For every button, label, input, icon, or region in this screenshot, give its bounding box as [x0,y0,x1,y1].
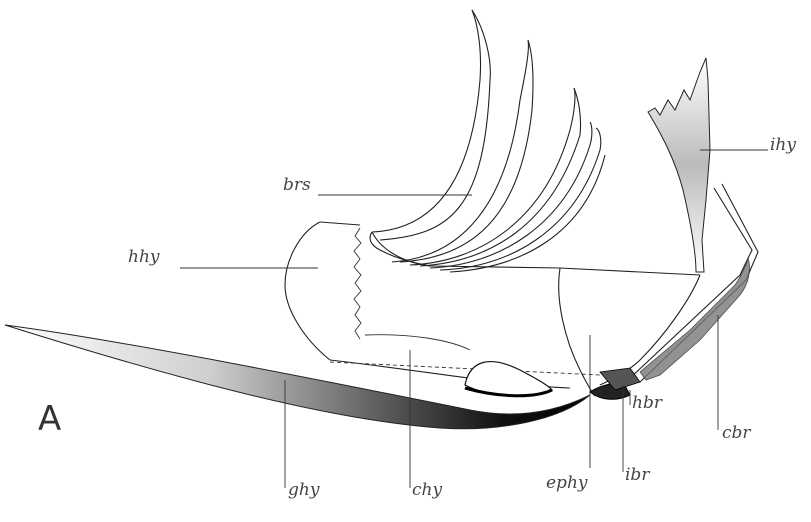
label-hhy: hhy [128,247,160,267]
branchiostegal-rays [370,10,605,272]
ceratohyal-body [330,232,600,396]
interhyal-fan [648,58,710,272]
label-brs: brs [283,175,311,195]
panel-label: A [38,399,61,439]
label-ephy: ephy [546,473,588,493]
label-ihy: ihy [770,135,796,155]
label-chy: chy [412,480,442,500]
hypohyal-block [285,222,361,360]
label-cbr: cbr [722,423,751,443]
label-hbr: hbr [632,393,663,413]
leader-lines [180,150,768,488]
branchial-bones [600,184,758,390]
label-ghy: ghy [288,480,320,500]
label-ibr: ibr [625,465,650,485]
